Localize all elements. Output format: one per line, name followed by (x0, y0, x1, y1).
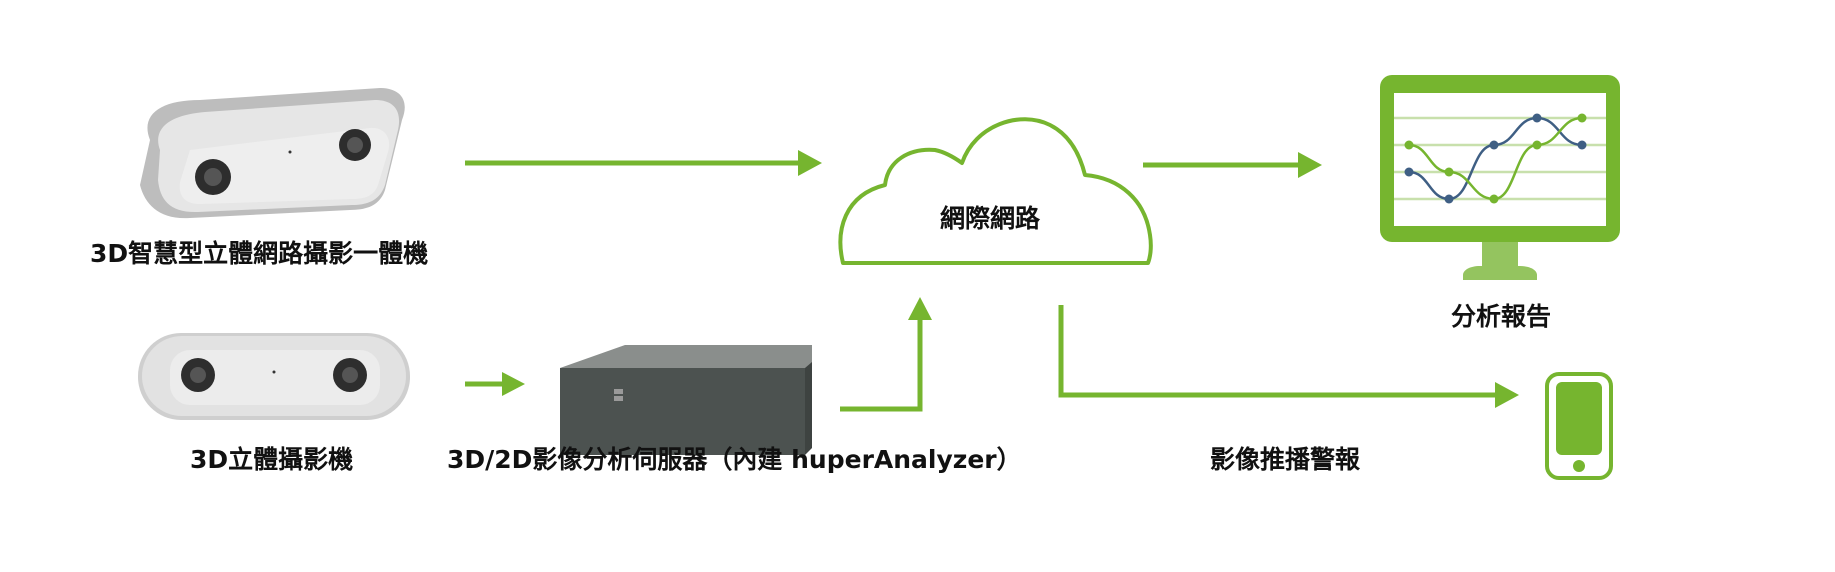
chart-point-blue (1532, 113, 1542, 123)
arrow-camera-to-server (465, 372, 525, 396)
smart-camera-image (140, 88, 405, 219)
stereo-camera-image (138, 333, 410, 420)
arrow-internet-to-alert (1058, 305, 1519, 408)
chart-point-blue (1444, 194, 1454, 204)
chart-point-blue (1577, 140, 1587, 150)
arrow-internet-to-report (1143, 152, 1322, 178)
smartphone-icon (1545, 372, 1613, 480)
arrow-server-to-internet (840, 297, 932, 412)
stereo-camera-label: 3D立體攝影機 (190, 445, 354, 474)
monitor-chart-icon (1380, 75, 1620, 280)
internet-label: 網際網路 (940, 204, 1041, 233)
chart-point-blue (1404, 167, 1414, 177)
chart-point-green (1489, 194, 1499, 204)
server-box-image (560, 345, 812, 455)
cloud-icon (838, 117, 1153, 265)
alert-label: 影像推播警報 (1210, 445, 1361, 474)
chart-point-green (1577, 113, 1587, 123)
smart-camera-label: 3D智慧型立體網路攝影一體機 (90, 239, 429, 268)
chart-point-blue (1489, 140, 1499, 150)
arrow-camera-to-internet (465, 150, 822, 176)
chart-point-green (1404, 140, 1414, 150)
server-label: 3D/2D影像分析伺服器（內建 huperAnalyzer） (447, 445, 1022, 474)
chart-point-green (1532, 140, 1542, 150)
chart-point-green (1444, 167, 1454, 177)
report-label: 分析報告 (1451, 302, 1552, 331)
